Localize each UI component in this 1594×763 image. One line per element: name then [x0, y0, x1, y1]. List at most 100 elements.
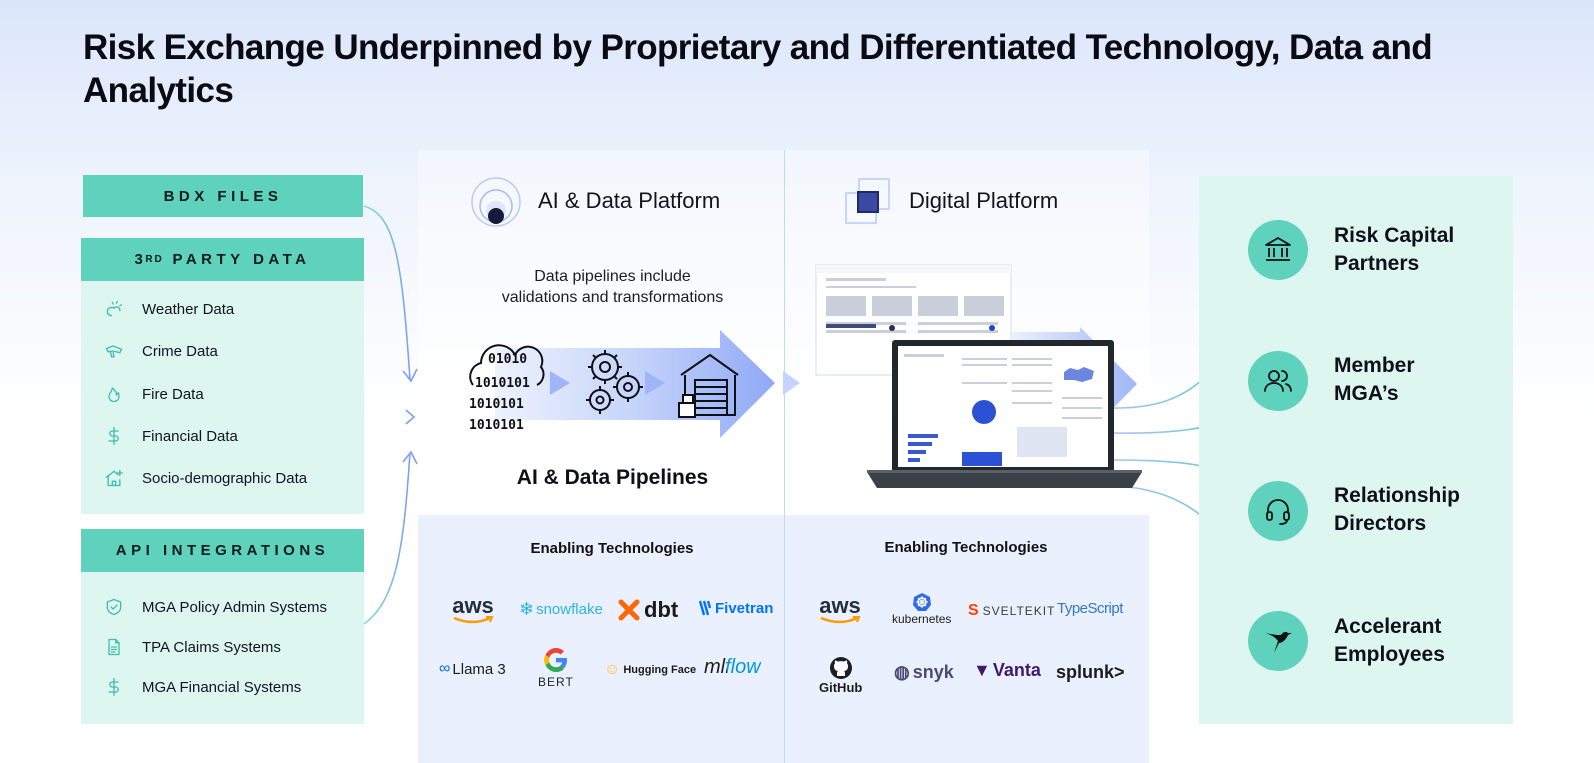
- hugging-face-icon: ☺: [604, 661, 621, 678]
- snyk-logo: ◍snyk: [894, 662, 954, 683]
- typescript-logo: TypeScript: [1057, 600, 1123, 617]
- mlflow-logo: mlflow: [704, 656, 761, 679]
- gears-icon: [586, 350, 643, 414]
- svelte-icon: S: [968, 602, 980, 619]
- dollar-icon: [103, 676, 125, 698]
- dbt-logo-text: dbt: [644, 597, 679, 622]
- fivetran-logo: Fivetran: [698, 599, 773, 617]
- crime-icon: [103, 340, 125, 362]
- ai-platform-icon: [471, 177, 521, 227]
- bdx-files-header: BDX FILES: [83, 175, 363, 217]
- svg-text:1010101: 1010101: [469, 418, 524, 433]
- svg-text:1010101: 1010101: [475, 376, 530, 391]
- list-item: Socio-demographic Data: [103, 467, 307, 489]
- api-integrations-panel: MGA Policy Admin Systems TPA Claims Syst…: [81, 572, 364, 724]
- weather-icon: [103, 298, 125, 320]
- typescript-logo-text: TypeScript: [1057, 600, 1123, 617]
- member-line1: Member: [1334, 354, 1415, 377]
- third-party-sup: RD: [145, 254, 164, 265]
- list-item: MGA Policy Admin Systems: [103, 596, 327, 618]
- item-label: Weather Data: [142, 300, 235, 318]
- snowflake-icon: ❄: [519, 599, 535, 619]
- google-icon: [543, 648, 567, 672]
- risk-capital-line2: Partners: [1334, 252, 1420, 275]
- headset-icon: [1248, 481, 1308, 541]
- item-label: MGA Financial Systems: [142, 678, 302, 696]
- hummingbird-icon: [1248, 611, 1308, 671]
- member-line2: MGA’s: [1334, 382, 1399, 405]
- sveltekit-logo-text: SVELTEKIT: [982, 604, 1056, 618]
- aws-logo-right: aws: [819, 593, 861, 624]
- risk-capital-line1: Risk Capital: [1334, 224, 1455, 247]
- bert-logo: BERT: [538, 645, 574, 689]
- users-icon: [1248, 351, 1308, 411]
- enabling-technologies-right-label: Enabling Technologies: [884, 539, 1048, 556]
- pipeline-description-line1: Data pipelines include: [534, 268, 691, 285]
- aws-logo-right-text: aws: [819, 593, 861, 618]
- pipeline-arrow: 01010 1010101 1010101 1010101: [469, 330, 800, 438]
- snyk-logo-text: snyk: [912, 662, 954, 682]
- enabling-technologies-left-label: Enabling Technologies: [530, 540, 694, 557]
- splunk-logo: splunk>: [1056, 662, 1125, 683]
- llama3-logo: ∞Llama 3: [439, 660, 506, 678]
- snowflake-logo: ❄snowflake: [519, 599, 603, 620]
- svg-text:1010101: 1010101: [469, 397, 524, 412]
- member-mgas-label: Member MGA’s: [1334, 352, 1415, 408]
- list-item: MGA Financial Systems: [103, 676, 301, 698]
- cloud-binary-icon: [469, 344, 545, 386]
- snowflake-logo-text: snowflake: [536, 601, 603, 618]
- shield-check-icon: [103, 596, 125, 618]
- kubernetes-logo: kubernetes: [892, 592, 951, 626]
- list-item: Crime Data: [103, 340, 218, 362]
- enabling-technologies-area: [418, 515, 1149, 763]
- fire-icon: [103, 383, 125, 405]
- snyk-icon: ◍: [894, 662, 910, 682]
- aws-logo: aws: [452, 593, 494, 624]
- house-plus-icon: [103, 467, 125, 489]
- fivetran-logo-text: Fivetran: [715, 599, 774, 617]
- bert-logo-text: BERT: [538, 675, 574, 689]
- dbt-icon: [618, 599, 640, 621]
- item-label: Socio-demographic Data: [142, 469, 308, 487]
- meta-icon: ∞: [439, 660, 451, 677]
- item-label: Financial Data: [142, 427, 238, 445]
- github-icon: [829, 657, 852, 679]
- list-item: Fire Data: [103, 383, 204, 405]
- accelerant-line2: Employees: [1334, 643, 1445, 666]
- relationship-line1: Relationship: [1334, 484, 1461, 507]
- platform-divider: [784, 150, 785, 763]
- dbt-logo: dbt: [618, 597, 678, 623]
- risk-capital-partners-label: Risk Capital Partners: [1334, 222, 1454, 278]
- ai-platform-title: AI & Data Platform: [538, 188, 721, 213]
- relationship-line2: Directors: [1334, 512, 1427, 535]
- warehouse-icon: [678, 353, 739, 418]
- kubernetes-logo-text: kubernetes: [892, 612, 952, 626]
- item-label: MGA Policy Admin Systems: [142, 598, 328, 616]
- connector-api: [363, 452, 411, 625]
- github-logo: GitHub: [819, 656, 862, 695]
- accelerant-line1: Accelerant: [1334, 615, 1442, 638]
- kubernetes-icon: [912, 593, 931, 611]
- item-label: TPA Claims Systems: [142, 638, 281, 656]
- accelerant-employees-label: Accelerant Employees: [1334, 613, 1445, 669]
- ai-data-pipelines-label: AI & Data Pipelines: [516, 466, 709, 489]
- hugging-face-logo-text: Hugging Face: [623, 664, 697, 676]
- api-integrations-header: API INTEGRATIONS: [81, 529, 364, 572]
- connector-bdx: [363, 205, 411, 381]
- bank-icon: [1248, 220, 1308, 280]
- item-label: Fire Data: [142, 385, 204, 403]
- page-title: Risk Exchange Underpinned by Proprietary…: [83, 28, 1433, 110]
- vanta-logo: ▼Vanta: [973, 660, 1041, 681]
- digital-platform-title: Digital Platform: [909, 188, 1059, 213]
- pipeline-description: Data pipelines include validations and t…: [470, 266, 755, 308]
- llama3-logo-text: Llama 3: [452, 660, 506, 678]
- dollar-icon: [103, 425, 125, 447]
- list-item: TPA Claims Systems: [103, 636, 281, 658]
- vanta-icon: ▼: [973, 660, 991, 680]
- splunk-logo-text: splunk>: [1056, 662, 1125, 682]
- github-logo-text: GitHub: [819, 680, 863, 695]
- list-item: Weather Data: [103, 298, 234, 320]
- aws-logo-text: aws: [452, 593, 494, 618]
